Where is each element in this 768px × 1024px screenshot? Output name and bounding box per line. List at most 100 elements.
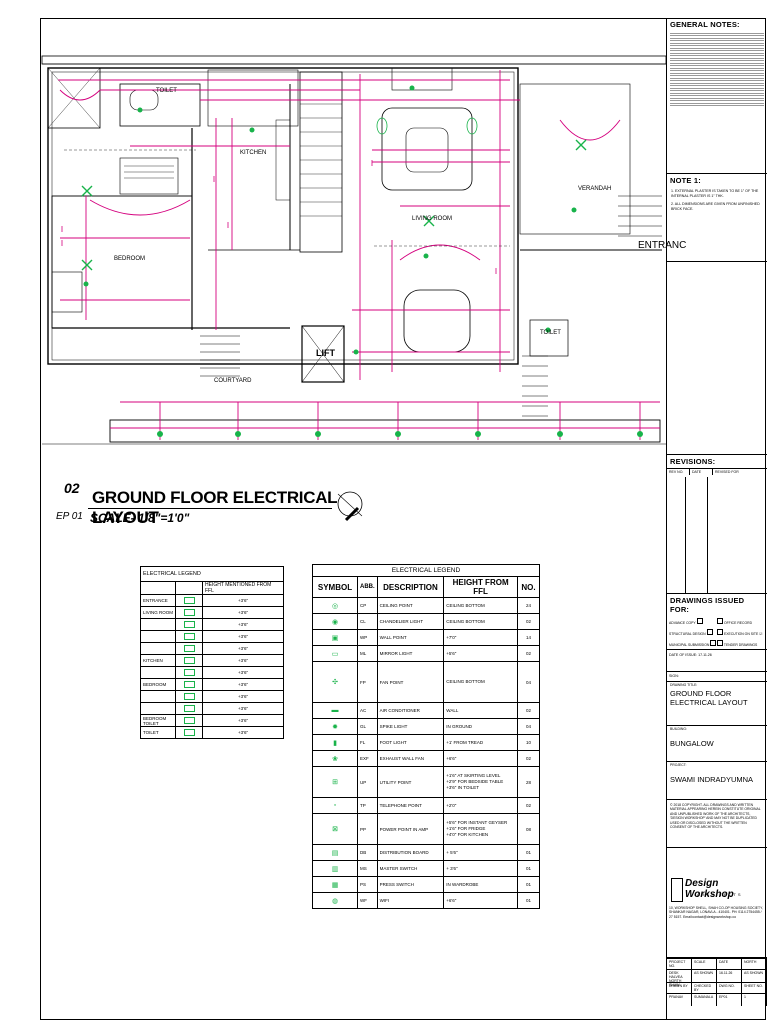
left-legend-row: +3'6" xyxy=(140,702,284,715)
legend-symbol-icon: ▦ xyxy=(312,876,358,893)
issued-section: DRAWINGS ISSUED FOR: ADVANCE COPY OFFICE… xyxy=(667,594,767,672)
drawing-title: GROUND FLOOR ELECTRICAL LAYOUT xyxy=(92,488,337,527)
legend-symbol-icon: ◎ xyxy=(312,597,358,614)
legend-symbol-icon: ✣ xyxy=(312,661,358,703)
note1-item-1: 1. EXTERNAL PLASTER IS TAKEN TO BE 1" OF… xyxy=(671,189,759,198)
switch-box-icon xyxy=(175,618,203,631)
drawing-code: EP 01 xyxy=(56,511,83,522)
rev-date-header: DATE xyxy=(690,469,713,475)
issued-tender[interactable]: TENDER DRAWINGS xyxy=(717,640,765,647)
legend-height: + 3'6" xyxy=(443,860,518,877)
grid-cell: SCALE xyxy=(692,959,717,969)
date-of-issue: DATE OF ISSUE: 17.11.26 xyxy=(667,649,767,660)
left-legend-row: BEDROOM TOILET+3'6" xyxy=(140,714,284,727)
left-legend-room: LIVING ROOM xyxy=(140,606,176,619)
grid-cell: PROJECT NO. xyxy=(667,959,692,969)
left-legend-height: +3'6" xyxy=(202,594,284,607)
legend-no: 14 xyxy=(516,629,541,646)
legend-symbol-icon: ▥ xyxy=(312,860,358,877)
left-legend-row: ENTRANCE+3'6" xyxy=(140,594,284,607)
room-label-courtyard: COURTYARD xyxy=(214,378,252,384)
left-legend-row: +3'6" xyxy=(140,642,284,655)
issued-advance[interactable]: ADVANCE COPY xyxy=(669,618,717,625)
rev-col-line xyxy=(685,477,686,593)
note1-item-2: 2. ALL DIMENSIONS ARE GIVEN FROM UNFINIS… xyxy=(671,202,760,211)
left-legend-room xyxy=(140,690,176,703)
room-label-living: LIVING ROOM xyxy=(412,216,453,222)
room-label-toilet: TOILET xyxy=(156,88,177,94)
firm-name: Design Workshop xyxy=(685,878,734,900)
grid-cell: SUMANALA xyxy=(692,994,717,1006)
legend-height: IN WARDROBE xyxy=(443,876,518,893)
legend-desc: POWER POINT IN AMP xyxy=(376,813,445,845)
grid-cell: NORTH xyxy=(742,959,767,969)
legend-abb: AC xyxy=(357,702,378,719)
note1-title: NOTE 1: xyxy=(670,176,701,185)
left-legend-height: +3'6" xyxy=(202,702,284,715)
legend-symbol-icon: ▭ xyxy=(312,645,358,662)
switch-box-icon xyxy=(175,606,203,619)
left-legend-room xyxy=(140,666,176,679)
left-legend-row: BEDROOM+3'6" xyxy=(140,678,284,691)
legend-abb: GL xyxy=(357,718,378,735)
grid-cell: PRANAV xyxy=(667,994,692,1006)
legend-desc: PRESS SWITCH xyxy=(376,876,445,893)
left-legend: ELECTRICAL LEGEND HEIGHT MENTIONED FROM … xyxy=(140,566,284,739)
grid-cell: 1 xyxy=(742,994,767,1006)
issued-office[interactable]: OFFICE RECORD xyxy=(717,618,765,625)
legend-no: 02 xyxy=(516,613,541,630)
legend-no: 04 xyxy=(516,718,541,735)
legend-no: 02 xyxy=(516,645,541,662)
legend-no: 10 xyxy=(516,734,541,751)
copyright-section: © 2018 COPYRIGHT. ALL DRAWINGS AND WRITT… xyxy=(667,800,767,848)
switch-box-icon xyxy=(175,594,203,607)
project-section: PROJECT: SWAMI INDRADYUMNA xyxy=(667,762,767,800)
revisions-section: REVISIONS: REV NO. DATE REVISED FOR xyxy=(667,454,767,594)
legend-desc: TELEPHONE POINT xyxy=(376,797,445,814)
left-legend-height: +3'6" xyxy=(202,618,284,631)
note1-section: NOTE 1: 1. EXTERNAL PLASTER IS TAKEN TO … xyxy=(667,174,767,262)
legend-desc: WIFI xyxy=(376,892,445,909)
left-legend-row: +3'6" xyxy=(140,618,284,631)
room-label-toilet-2: TOILET xyxy=(540,330,561,336)
legend-abb: DB xyxy=(357,844,378,861)
grid-cell: DESK HALVEA NORTH SHAW xyxy=(667,970,692,987)
legend-no: 02 xyxy=(516,750,541,767)
legend-desc: MIRROR LIGHT xyxy=(376,645,445,662)
issued-execution[interactable]: EXECUTION ON SITE ☑ xyxy=(717,629,765,636)
left-legend-row: +3'6" xyxy=(140,690,284,703)
issued-structural[interactable]: STRUCTURAL DESIGN xyxy=(669,629,717,636)
legend-abb: CL xyxy=(357,613,378,630)
left-legend-title: ELECTRICAL LEGEND xyxy=(140,566,284,582)
legend-height: +1'6" AT SKIRTING LEVEL +2'9" FOR BEDSID… xyxy=(443,766,518,798)
grid-cell: 16.11.26 xyxy=(717,970,742,982)
grid-cell: AS SHOWN xyxy=(692,970,717,982)
switch-box-icon xyxy=(175,690,203,703)
legend-no: 08 xyxy=(516,813,541,845)
rev-no-header: REV NO. xyxy=(667,469,690,475)
drawing-title-block: 02 GROUND FLOOR ELECTRICAL LAYOUT EP 01 … xyxy=(56,478,356,538)
legend-abb: WF xyxy=(357,892,378,909)
copyright-text: © 2018 COPYRIGHT. ALL DRAWINGS AND WRITT… xyxy=(670,803,761,830)
left-legend-height: +3'6" xyxy=(202,666,284,679)
room-label-lift: LIFT xyxy=(316,348,335,358)
grid-cell: CHECKED BY xyxy=(692,983,717,993)
legend-header-desc: DESCRIPTION xyxy=(376,576,445,598)
legend-height: +2'0" xyxy=(443,797,518,814)
issued-municipal[interactable]: MUNICIPAL SUBMISSION xyxy=(669,640,717,647)
legend-no: 28 xyxy=(516,766,541,798)
title-block-column: GENERAL NOTES: NOTE 1: 1. E xyxy=(666,18,767,1020)
left-legend-height: +3'6" xyxy=(202,654,284,667)
legend-height: CEILING BOTTOM xyxy=(443,613,518,630)
switch-box-icon xyxy=(175,702,203,715)
grid-cell: SHEET NO. xyxy=(742,983,767,993)
